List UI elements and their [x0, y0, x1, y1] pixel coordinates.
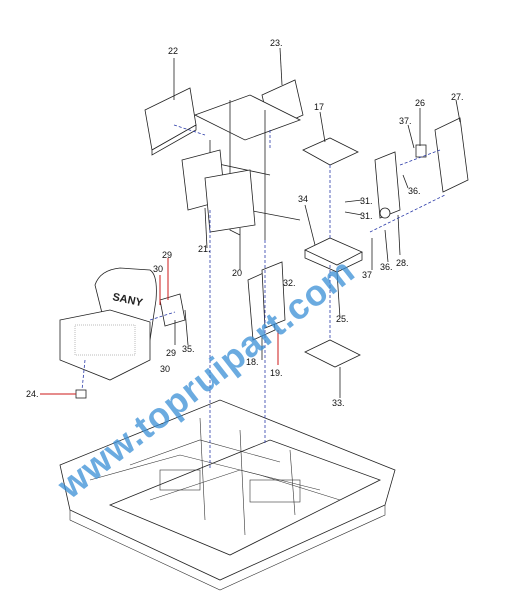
- callout-32: 32.: [283, 278, 296, 288]
- callout-21: 21.: [198, 244, 211, 254]
- part-22-plate: [144, 58, 197, 156]
- part-24-bracket: [40, 389, 87, 399]
- callout-37b: 37: [362, 270, 372, 280]
- callout-20: 20: [232, 268, 242, 278]
- callout-17: 17: [314, 102, 324, 112]
- callout-24: 24.: [26, 389, 39, 399]
- callout-29a: 29: [162, 250, 172, 260]
- callout-34: 34: [298, 194, 308, 204]
- callout-35: 35.: [182, 344, 195, 354]
- lower-chassis: [59, 399, 396, 591]
- callout-22: 22: [168, 46, 178, 56]
- callout-27: 27.: [451, 92, 464, 102]
- callout-33: 33.: [332, 398, 345, 408]
- callout-30b: 30: [160, 364, 170, 374]
- callout-25: 25.: [336, 314, 349, 324]
- callout-26: 26: [415, 98, 425, 108]
- callout-37a: 37.: [399, 116, 412, 126]
- callout-31b: 31.: [360, 211, 373, 221]
- callout-29b: 29: [166, 348, 176, 358]
- callout-30a: 30: [153, 264, 163, 274]
- part-33-mat: [304, 339, 361, 398]
- part-19-bracket: [261, 261, 286, 365]
- callout-28: 28.: [396, 258, 409, 268]
- part-20-panel: [204, 169, 256, 270]
- callout-31a: 31.: [360, 196, 373, 206]
- leader-lines: [304, 124, 415, 270]
- callout-19: 19.: [270, 368, 283, 378]
- part-25-tray: [304, 237, 363, 319]
- callout-labels: 22 23. 17 26 27. 37. 36. 34 31. 31. 21. …: [26, 38, 464, 408]
- part-35-bracket: [159, 258, 189, 346]
- assembly-guides: [81, 124, 446, 470]
- part-27-panel: [434, 99, 469, 193]
- part-28-box: [374, 151, 401, 256]
- seat: SANY: [59, 267, 157, 381]
- part-17-plate: [302, 111, 359, 166]
- callout-23: 23.: [270, 38, 283, 48]
- callout-36b: 36.: [380, 262, 393, 272]
- callout-36a: 36.: [408, 186, 421, 196]
- callout-18: 18.: [246, 357, 259, 367]
- part-26-bracket: [415, 108, 427, 158]
